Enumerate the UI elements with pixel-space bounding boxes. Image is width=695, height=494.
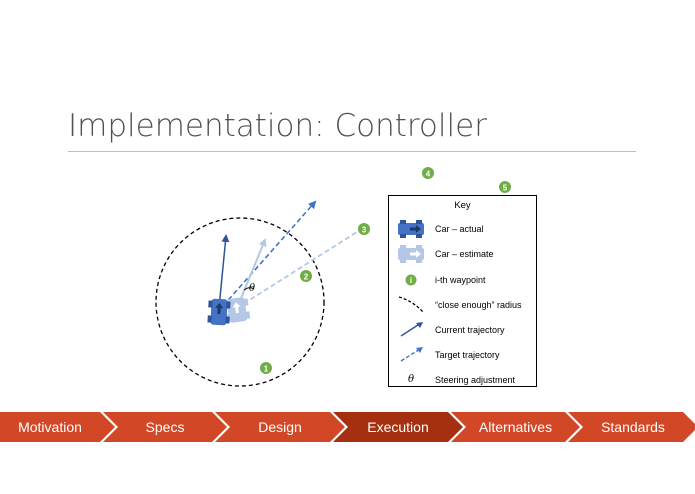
waypoint-path-line (236, 229, 361, 309)
section-nav (0, 412, 695, 442)
waypoint-3: 3 (358, 223, 370, 235)
solid-arrow-icon (400, 322, 423, 337)
nav-item-design[interactable]: Design (258, 419, 302, 435)
svg-text:2: 2 (304, 273, 309, 282)
slide-title: Implementation: Controller (68, 108, 487, 144)
key-label-radius: “close enough” radius (435, 300, 522, 310)
controller-diagram: θ 1 2 3 4 5 (155, 167, 511, 387)
key-label-car-estimate: Car – estimate (435, 249, 494, 259)
key-title: Key (454, 200, 471, 211)
svg-text:3: 3 (362, 226, 367, 235)
waypoint-4: 4 (422, 167, 434, 179)
nav-chevron-specs (103, 412, 227, 442)
theta-symbol: θ (407, 374, 415, 385)
dashed-arrow-icon (400, 347, 423, 362)
key-label-waypoint: i-th waypoint (435, 275, 486, 285)
steering-angle-arc (243, 287, 255, 291)
nav-chevron-design (215, 412, 345, 442)
key-legend: Key Car – actual Car – estimate i i-th w… (388, 195, 537, 387)
car-estimate-icon (398, 245, 424, 263)
nav-item-standards[interactable]: Standards (601, 419, 665, 435)
waypoint-icon: i (405, 274, 417, 286)
key-label-car-actual: Car – actual (435, 224, 484, 234)
key-label-current-trajectory: Current trajectory (435, 325, 505, 335)
close-enough-radius-circle (155, 217, 325, 387)
key-label-target-trajectory: Target trajectory (435, 350, 500, 360)
key-label-steering: Steering adjustment (435, 375, 516, 385)
nav-chevron-standards (568, 412, 695, 442)
nav-item-motivation[interactable]: Motivation (18, 419, 82, 435)
waypoint-2: 2 (300, 270, 312, 282)
nav-item-execution[interactable]: Execution (367, 419, 429, 435)
theta-label: θ (249, 283, 255, 294)
nav-item-alternatives[interactable]: Alternatives (478, 419, 553, 435)
svg-text:4: 4 (426, 170, 431, 179)
car-actual-icon (207, 298, 231, 326)
title-divider (68, 151, 636, 152)
svg-text:1: 1 (264, 365, 269, 374)
radius-dashed-arc-icon (398, 296, 424, 313)
estimate-trajectory-arrow (236, 238, 267, 309)
svg-text:i: i (410, 276, 412, 285)
svg-text:5: 5 (503, 184, 508, 193)
car-actual-icon (398, 220, 424, 238)
target-trajectory-arrow (222, 200, 317, 307)
nav-chevron-alternatives (451, 412, 580, 442)
waypoint-1: 1 (260, 362, 272, 374)
nav-item-specs[interactable]: Specs (145, 419, 185, 435)
nav-chevron-execution (333, 412, 463, 442)
nav-chevron-motivation (0, 412, 115, 442)
current-trajectory-arrow (218, 234, 230, 309)
waypoint-5: 5 (499, 181, 511, 193)
